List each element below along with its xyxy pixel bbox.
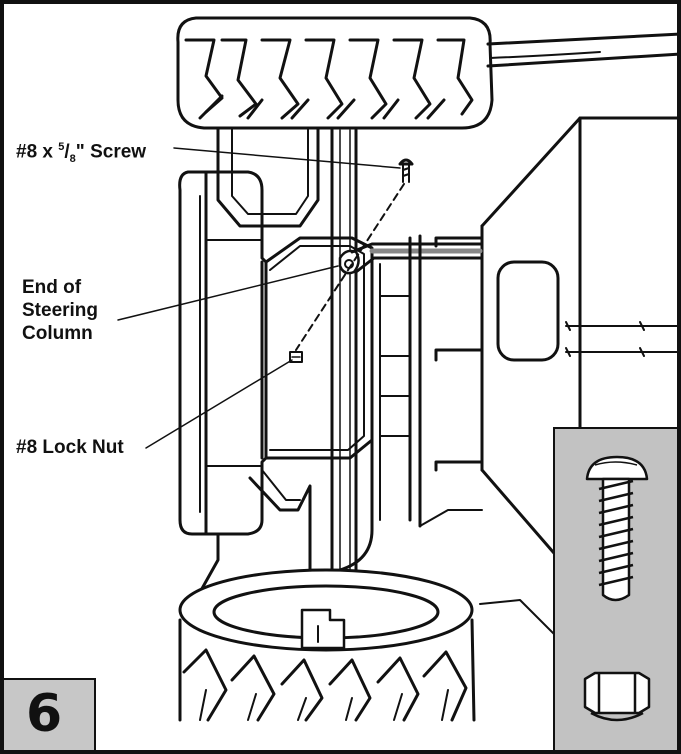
steering-knuckle — [188, 126, 374, 620]
label-screw-numerator: 5 — [58, 141, 65, 153]
label-column-line1: End of — [22, 277, 82, 298]
tie-rod — [350, 242, 484, 274]
frame-rail — [338, 234, 484, 572]
hardware-panel-art — [583, 455, 651, 722]
label-column-line3: Column — [22, 323, 93, 344]
wheel-hub — [178, 170, 268, 536]
label-column-line2: Steering — [22, 300, 99, 321]
label-steering-column: End of Steering Column — [22, 276, 98, 345]
steering-column — [330, 128, 360, 648]
leader-nut — [145, 359, 293, 449]
label-screw-prefix: #8 x — [16, 141, 59, 163]
label-lock-nut: #8 Lock Nut — [16, 436, 124, 459]
screw-icon — [585, 455, 649, 602]
label-screw-slash: / — [64, 141, 70, 163]
label-screw: #8 x 5/8" Screw — [16, 136, 146, 171]
hardware-panel — [553, 427, 677, 750]
leader-screw — [173, 147, 401, 169]
lock-nut-icon — [583, 671, 651, 722]
step-number: 6 — [26, 684, 63, 744]
alignment-dashed-line — [295, 183, 405, 351]
lock-nut-small — [289, 351, 303, 363]
label-lock-nut-text: #8 Lock Nut — [16, 437, 124, 458]
screw-small — [398, 158, 414, 183]
label-screw-denominator: 8 — [69, 153, 76, 166]
top-wheel-tire — [176, 16, 494, 130]
step-badge: 6 — [4, 678, 96, 750]
leader-column — [117, 265, 339, 321]
label-screw-suffix: " Screw — [75, 141, 147, 163]
